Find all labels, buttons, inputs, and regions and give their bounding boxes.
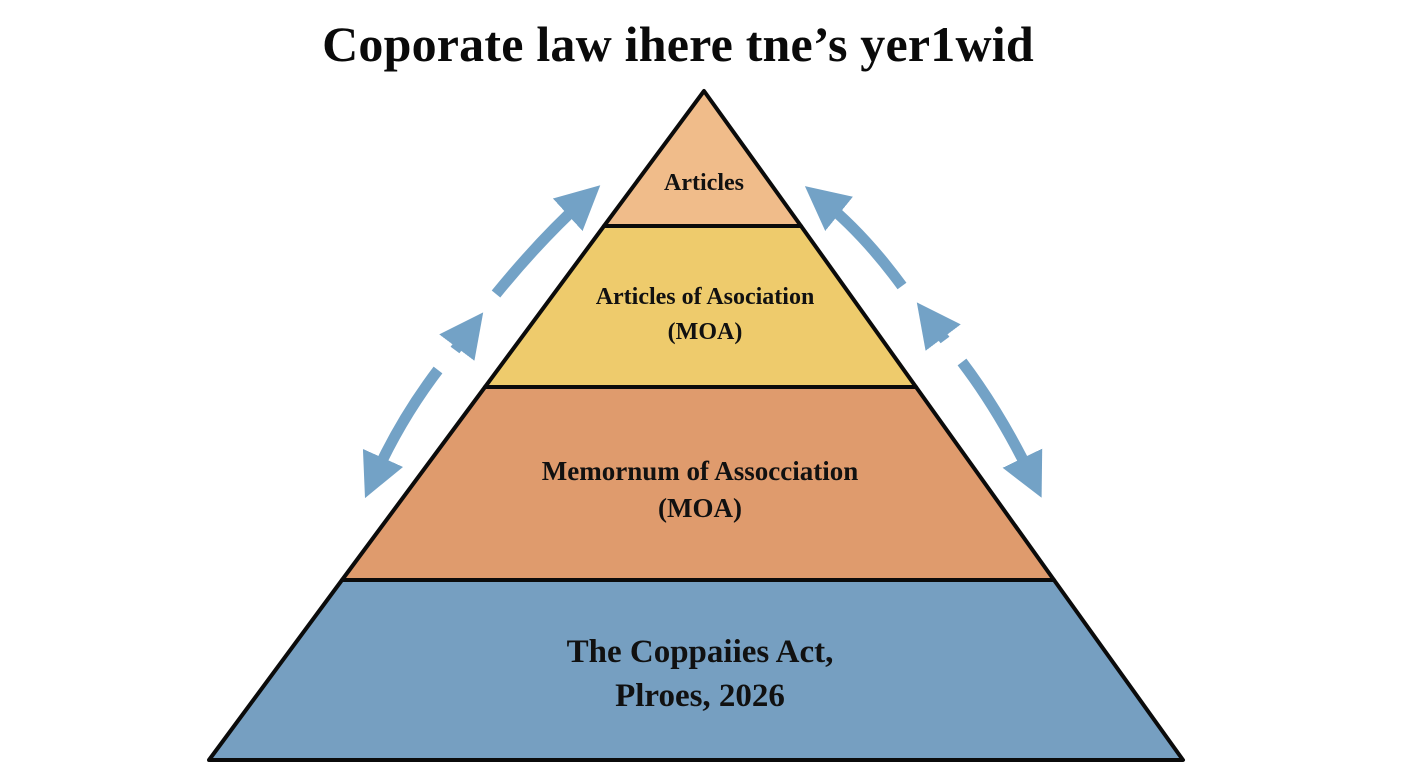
layer-3-line-1: Memornum of Assocciation — [541, 456, 859, 486]
layer-label-top: Articles — [604, 166, 804, 200]
pyramid-layer-top — [602, 89, 803, 228]
layer-label-level-3: Memornum of Assocciation (MOA) — [400, 453, 1000, 527]
layer-top-line-1: Articles — [664, 170, 744, 196]
layer-label-base: The Coppaiies Act, Plroes, 2026 — [400, 630, 1000, 718]
diagram-title: Coporate law ihere tne’s yer1wid — [322, 16, 1034, 72]
layer-label-level-2: Articles of Asociation (MOA) — [485, 280, 925, 350]
left-double-arrow-icon — [362, 185, 601, 499]
layer-2-line-2: (MOA) — [667, 319, 743, 345]
layer-base-line-2: Plroes, 2026 — [615, 678, 785, 714]
right-double-arrow-icon — [804, 186, 1043, 498]
layer-base-line-1: The Coppaiies Act, — [566, 634, 834, 670]
layer-3-line-2: (MOA) — [658, 493, 742, 523]
layer-2-line-1: Articles of Asociation — [595, 284, 815, 310]
